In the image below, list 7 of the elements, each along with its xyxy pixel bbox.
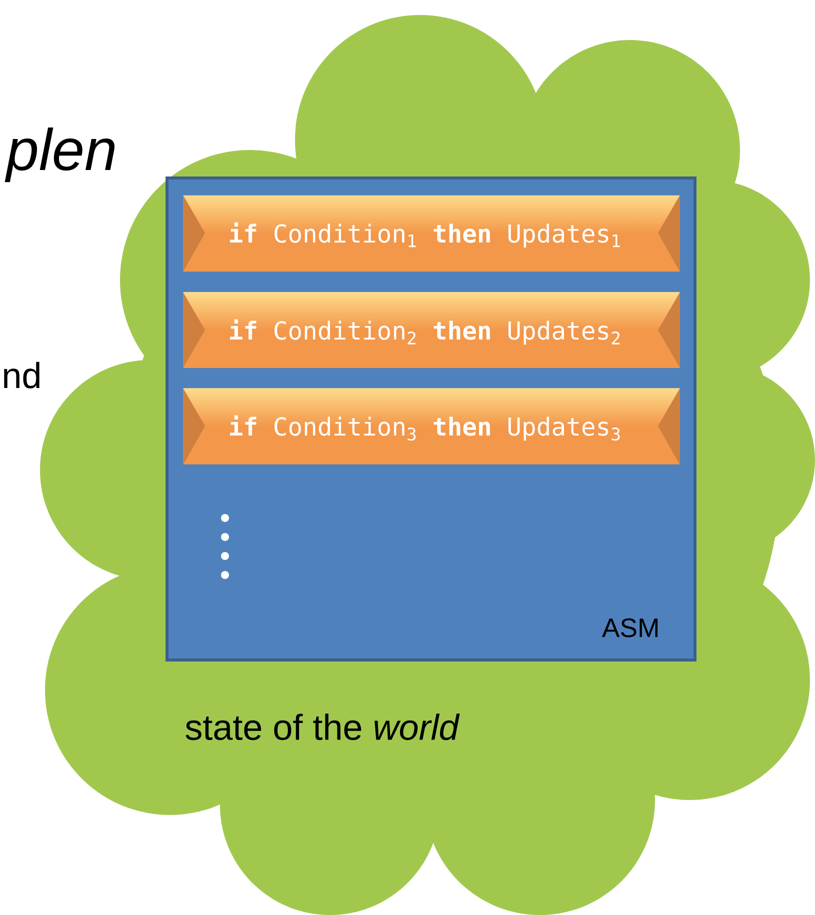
rule-box: if Condition$_{3}$ then Updates$_{3}$ — [183, 388, 680, 465]
rule-box: if Condition$_{1}$ then Updates$_{1}$ — [183, 195, 680, 272]
rule-box: if Condition$_{2}$ then Updates$_{2}$ — [183, 292, 680, 368]
node-label: if Condition$_{3}$ then Updates$_{3}$ — [230, 415, 620, 441]
node-label: if Condition$_{2}$ then Updates$_{2}$ — [230, 319, 620, 345]
node-label: if Condition$_{1}$ then Updates$_{1}$ — [230, 222, 620, 248]
text-fragment: nd — [4, 362, 40, 388]
